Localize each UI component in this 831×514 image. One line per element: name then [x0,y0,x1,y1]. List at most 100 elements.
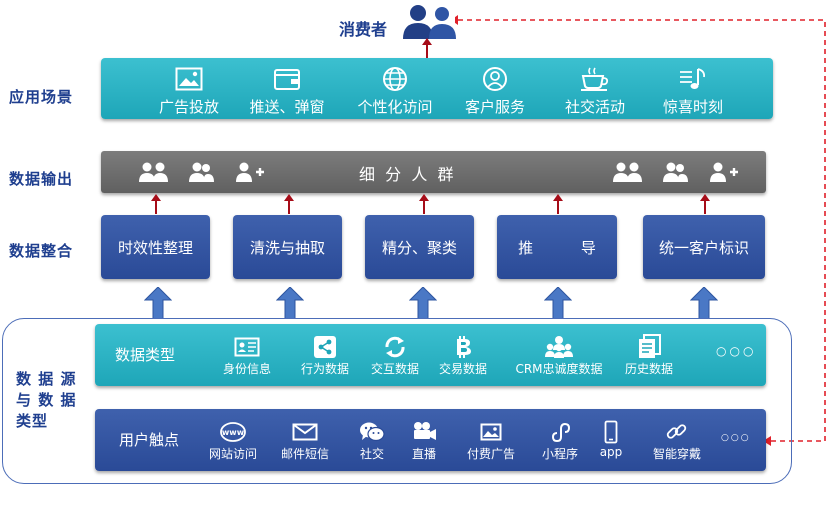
block-arrow-up [276,287,304,319]
arrow-up [553,194,563,214]
bitcoin-icon [457,336,471,358]
group-icon [545,336,573,358]
data-type-interaction[interactable]: 交互数据 [363,334,427,377]
scene-label: 社交活动 [564,98,625,116]
touchpoint-mini-program[interactable]: 小程序 [535,419,585,462]
block-arrow-up [544,287,572,319]
touchpoints-bar: 用户触点 www 网站访问 邮件短信 社交 直播 付费广告 小程序 app 智能… [95,409,766,471]
touchpoint-app[interactable]: app [591,419,631,459]
data-type-label: 交互数据 [370,362,419,376]
touchpoint-live[interactable]: 直播 [402,419,446,462]
feedback-loop-line [455,15,826,446]
scenes-bar: 广告投放 推送、弹窗 个性化访问 客户服务 社交活动 惊喜时刻 [101,58,773,119]
scene-service[interactable]: 客户服务 [447,64,543,117]
people-group-icon [613,162,642,182]
integration-box-unified-id[interactable]: 统一客户标识 [643,215,765,279]
www-icon: www [220,422,246,442]
phone-icon [604,420,618,444]
arrow-up [419,194,429,214]
touchpoint-label: 付费广告 [466,447,515,461]
scene-label: 个性化访问 [357,98,433,116]
scene-personalized[interactable]: 个性化访问 [347,64,443,117]
users-icon [189,162,214,182]
block-arrow-up [144,287,172,319]
arrow-up [284,194,294,214]
data-type-history[interactable]: 历史数据 [617,334,681,377]
data-type-crm[interactable]: CRM忠诚度数据 [507,334,611,377]
data-type-label: 历史数据 [624,362,673,376]
integration-box-inference[interactable]: 推 导 [497,215,617,279]
integration-label: 精分、聚类 [381,238,457,257]
integration-box-cleaning[interactable]: 清洗与抽取 [233,215,342,279]
documents-icon [639,334,661,358]
picture-icon [480,423,502,441]
users-icon [663,162,688,182]
scene-surprise[interactable]: 惊喜时刻 [645,64,741,117]
touchpoint-label: 网站访问 [208,447,257,461]
row-label-sources-3: 类型 [16,412,49,430]
www-glyph: www [222,428,245,437]
integration-label: 统一客户标识 [658,238,749,257]
row-label-output: 数据输出 [9,170,74,188]
link-icon [666,424,687,439]
touchpoints-title: 用户触点 [119,431,180,449]
data-types-more[interactable]: ○○○ [716,344,757,358]
data-type-label: 交易数据 [438,362,487,376]
touchpoint-website[interactable]: www 网站访问 [203,419,263,462]
image-icon [175,67,203,91]
id-card-icon [234,337,260,357]
output-center-label: 细 分 人 群 [359,165,454,184]
integration-box-clustering[interactable]: 精分、聚类 [365,215,474,279]
data-type-label: CRM忠诚度数据 [515,362,603,376]
block-arrow-up [690,287,718,319]
row-label-scenes: 应用场景 [9,88,74,106]
scene-label: 客户服务 [464,98,525,116]
data-type-label: 行为数据 [300,362,349,376]
data-type-label: 身份信息 [222,362,271,376]
data-type-behavior[interactable]: 行为数据 [293,334,357,377]
data-types-title: 数据类型 [115,346,176,364]
touchpoint-label: 社交 [359,447,384,461]
touchpoint-label: 直播 [411,447,436,461]
touchpoint-label: 小程序 [541,447,578,461]
wechat-icon [360,422,385,442]
people-group-icon [139,162,168,182]
touchpoint-email-sms[interactable]: 邮件短信 [275,419,335,462]
touchpoint-label: 智能穿戴 [652,447,701,461]
coffee-cup-icon [581,67,609,91]
integration-box-timeliness[interactable]: 时效性整理 [101,215,210,279]
arrow-up [700,194,710,214]
data-type-identity[interactable]: 身份信息 [215,334,279,377]
data-types-bar: 数据类型 身份信息 行为数据 交互数据 交易数据 CRM忠诚度数据 历史数据 ○… [95,324,766,386]
add-user-icon [710,162,738,182]
wallet-icon [274,69,300,90]
touchpoint-label: 邮件短信 [280,447,329,461]
touchpoint-paid-ads[interactable]: 付费广告 [461,419,521,462]
scene-push[interactable]: 推送、弹窗 [239,64,335,117]
envelope-icon [292,423,318,441]
data-sources-frame [2,318,792,484]
video-camera-icon [414,422,436,440]
scene-ads[interactable]: 广告投放 [141,64,237,117]
touchpoints-more[interactable]: ○○○ [721,433,751,443]
block-arrow-up [409,287,437,319]
touchpoint-label: app [599,445,623,459]
integration-label: 清洗与抽取 [249,238,325,257]
data-type-transaction[interactable]: 交易数据 [431,334,495,377]
refresh-icon [385,336,405,358]
output-bar: 细 分 人 群 [101,151,766,193]
scene-social[interactable]: 社交活动 [547,64,643,117]
user-icon [483,67,507,91]
touchpoint-wearables[interactable]: 智能穿戴 [645,419,709,462]
row-label-sources-1: 数 据 源 [16,370,77,388]
globe-icon [383,67,407,91]
scene-label: 广告投放 [158,98,219,116]
row-label-integration: 数据整合 [9,242,74,260]
touchpoint-social[interactable]: 社交 [350,419,394,462]
scene-label: 推送、弹窗 [249,98,325,116]
share-icon [314,336,336,358]
integration-label: 时效性整理 [117,238,193,257]
consumer-icon [403,5,456,39]
consumer-label: 消费者 [339,20,388,39]
arrow-to-consumer [422,38,432,58]
